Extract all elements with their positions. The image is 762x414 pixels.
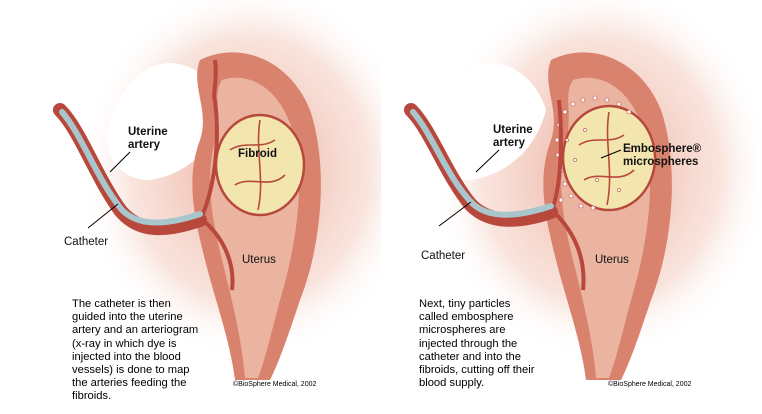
caption: The catheter is then guided into the ute… <box>72 298 199 403</box>
pelvic-cavity <box>428 62 546 181</box>
copyright: ©BioSphere Medical, 2002 <box>608 381 692 388</box>
leader-catheter <box>87 203 119 229</box>
left-panel: Uterine artery Fibroid Catheter Uterus T… <box>53 0 381 403</box>
label-microspheres: Embosphere® microspheres <box>623 143 702 168</box>
left-illustration <box>53 0 381 380</box>
fibroid-vessel <box>578 111 635 206</box>
caption: Next, tiny particles called embosphere m… <box>419 298 535 390</box>
label-uterine-artery: Uterine artery <box>493 124 533 149</box>
label-fibroid: Fibroid <box>238 148 277 160</box>
copyright: ©BioSphere Medical, 2002 <box>233 381 317 388</box>
leader-uterine-artery <box>475 149 500 173</box>
right-panel: Uterine artery Embosphere® microspheres … <box>381 0 762 414</box>
artery-branch <box>549 99 586 291</box>
label-uterus: Uterus <box>595 254 629 266</box>
pelvic-cavity <box>107 62 225 181</box>
label-catheter: Catheter <box>421 250 466 262</box>
artery-branch <box>198 59 235 291</box>
label-uterine-artery: Uterine artery <box>128 126 168 151</box>
label-catheter: Catheter <box>64 236 109 248</box>
label-uterus: Uterus <box>242 254 276 266</box>
leader-microspheres <box>600 149 622 159</box>
catheter-tube <box>410 109 554 218</box>
leader-catheter <box>438 201 472 227</box>
catheter-tube <box>59 109 203 226</box>
leader-uterine-artery <box>109 151 131 173</box>
right-illustration <box>404 0 762 380</box>
fibroid-vessel <box>229 119 286 211</box>
